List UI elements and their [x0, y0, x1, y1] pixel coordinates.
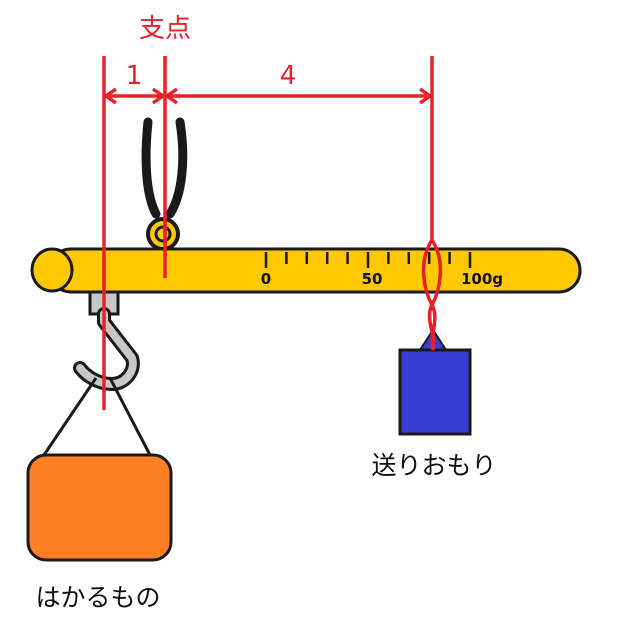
beam [30, 247, 582, 294]
hook [73, 290, 140, 391]
measurement-lines [102, 56, 443, 410]
scale-label-100g: 100g [461, 270, 503, 288]
object-box [26, 453, 173, 562]
long-arm-label: 4 [280, 61, 297, 91]
counterweight [398, 328, 472, 436]
scale-label-50: 50 [362, 270, 383, 288]
fulcrum-handle [141, 117, 188, 251]
counterweight-box [398, 348, 472, 436]
counterweight-label: 送りおもり [371, 451, 496, 480]
object-label: はかるもの [35, 583, 160, 612]
fulcrum-label: 支点 [139, 14, 191, 44]
object-strings [42, 377, 152, 456]
short-arm-label: 1 [126, 61, 143, 91]
scale-ticks [264, 252, 472, 268]
scale-label-0: 0 [261, 270, 271, 288]
beam-end-cap [30, 247, 74, 293]
